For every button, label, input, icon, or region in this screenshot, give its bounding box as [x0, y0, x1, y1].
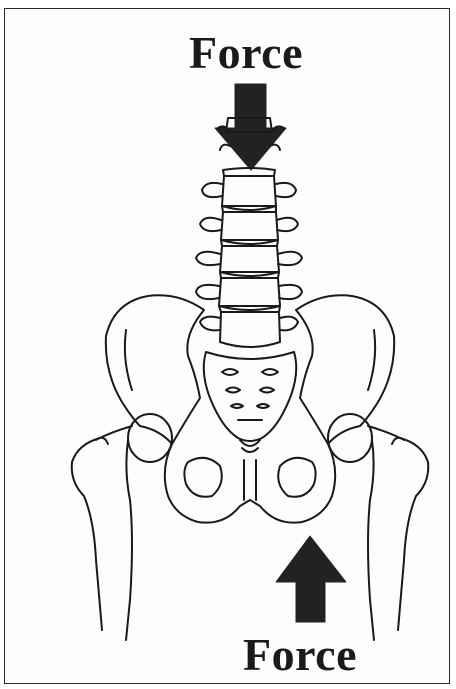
right-iliac-wing [296, 295, 394, 444]
left-obturator-foramen [184, 458, 221, 497]
left-iliac-wing [106, 295, 204, 444]
sacrum [204, 352, 297, 441]
right-femur [328, 414, 428, 640]
lumbar-spine [196, 168, 302, 347]
vertebra-l4 [219, 278, 280, 306]
upward-force-arrow [276, 536, 346, 622]
left-femur [72, 414, 172, 640]
vertebra-l5 [220, 312, 280, 347]
vertebra-l1 [222, 176, 276, 206]
vertebra-l2 [221, 212, 278, 240]
vertebra-l3 [220, 246, 279, 272]
right-obturator-foramen [278, 458, 315, 497]
pelvic-ring [165, 444, 335, 523]
